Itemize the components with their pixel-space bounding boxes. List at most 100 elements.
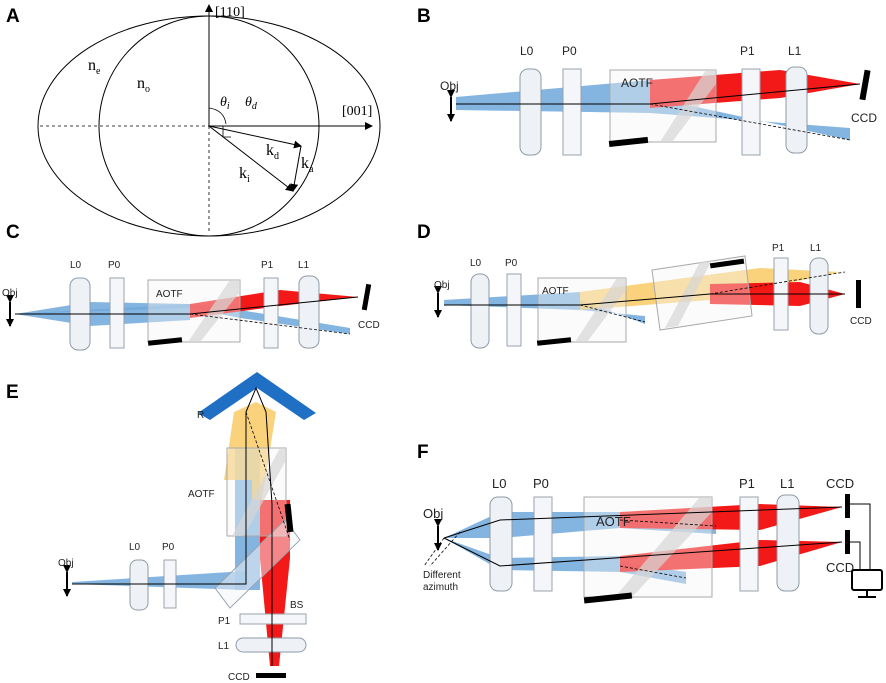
chief-ray-red: [649, 83, 861, 105]
panel-d-label: D: [417, 222, 431, 243]
l0-label: L0: [129, 542, 141, 553]
polarizer-p1: [263, 277, 279, 349]
transducer: [608, 136, 649, 147]
lens-l1: [785, 66, 808, 154]
azimuth-label-line2: azimuth: [423, 582, 458, 593]
chief-ray-red: [189, 296, 359, 315]
aotf-diagonal: [615, 497, 712, 597]
lens-l0: [470, 273, 490, 349]
polarizer-p1: [739, 496, 759, 592]
ccd-detector: [361, 283, 372, 311]
ccd-detector: [859, 69, 871, 101]
kd-label: kd: [266, 142, 279, 162]
panel-c-label: C: [6, 222, 20, 243]
l1-label: L1: [780, 476, 794, 491]
blue-beam-lower: [444, 538, 620, 572]
l1-label: L1: [788, 44, 802, 58]
axis-110-label: [110]: [215, 5, 245, 20]
panel-a: A [110] [001] ne no θi θd kd ka ki: [6, 4, 381, 237]
obj-label: Obj: [434, 280, 450, 291]
chief-ray-upper: [443, 506, 843, 539]
obj-label: Obj: [440, 79, 459, 93]
azimuth-pointer-1: [423, 537, 445, 567]
l1-label: L1: [298, 260, 310, 271]
p1-label: P1: [739, 476, 755, 491]
l1-label: L1: [218, 641, 230, 652]
panel-b-label: B: [417, 6, 431, 27]
blue-beam: [456, 80, 650, 113]
ccd-bottom-label: CCD: [826, 560, 854, 575]
p1-label: P1: [261, 260, 274, 271]
obj-label: Obj: [423, 506, 443, 521]
polarizer-p0: [533, 496, 553, 592]
ka-label: ka: [301, 155, 314, 175]
p0-label: P0: [505, 258, 518, 269]
chief-ray-dashed: [649, 103, 851, 141]
polarizer-p1: [239, 613, 307, 625]
theta-i-label: θi: [220, 95, 230, 112]
chief-ray-yellow: [579, 293, 711, 306]
r-label: R: [197, 410, 204, 421]
transducer-1: [536, 337, 572, 346]
panel-e: E Obj L0 P0 R AOTF BS P1 L1 CCD: [6, 372, 316, 683]
blue-beam: [15, 304, 350, 334]
transducer: [284, 503, 294, 533]
ccd-detector-upper: [845, 494, 850, 518]
beam-splitter-bs: [214, 519, 301, 609]
polarizer-p0: [562, 68, 582, 156]
chief-ray-dashed-2: [709, 271, 846, 295]
transducer: [147, 337, 183, 346]
lens-l0: [489, 496, 513, 592]
ccd-detector-lower: [845, 530, 850, 554]
ccd-top-label: CCD: [826, 476, 854, 491]
transducer: [583, 592, 633, 604]
ccd-label: CCD: [851, 111, 877, 125]
lens-l0: [129, 559, 149, 611]
p0-label: P0: [108, 260, 121, 271]
p0-label: P0: [162, 542, 175, 553]
aotf-label: AOTF: [542, 286, 569, 297]
polarizer-p1: [741, 68, 761, 156]
lens-l1: [809, 257, 829, 335]
lens-l1: [235, 637, 307, 653]
ccd-cable-upper: [850, 503, 871, 570]
panel-b: B Obj L0 P0 AOTF P1 L1 CCD: [417, 6, 877, 156]
ka-vector: [290, 145, 302, 192]
theta-d-label: θd: [245, 95, 258, 112]
chief-ray-dashed: [189, 313, 351, 335]
ccd-label: CCD: [850, 316, 872, 327]
lens-l1: [776, 494, 800, 592]
l0-label: L0: [520, 44, 534, 58]
lens-l0: [519, 68, 542, 156]
chief-ray-dashed-upper: [619, 519, 717, 527]
ccd-label: CCD: [358, 320, 380, 331]
p0-label: P0: [562, 44, 577, 58]
p1-label: P1: [218, 616, 231, 627]
transducer-2: [709, 258, 745, 269]
azimuth-label-line1: Different: [423, 570, 461, 581]
polarizer-p0: [109, 277, 125, 349]
ne-label: ne: [88, 57, 101, 77]
azimuth-pointer-2: [429, 531, 461, 567]
obj-label: Obj: [2, 288, 18, 299]
chief-ray-dashed: [245, 411, 291, 541]
theta-i-bracket: [222, 126, 231, 138]
bs-label: BS: [290, 600, 304, 611]
axis-001-label: [001]: [342, 104, 372, 119]
blue-beam-horizontal: [72, 571, 246, 590]
l0-label: L0: [470, 258, 482, 269]
yellow-beam: [224, 402, 276, 500]
p1-label: P1: [772, 243, 785, 254]
aotf-label: AOTF: [188, 489, 215, 500]
aotf-diagonal: [660, 70, 716, 142]
p0-label: P0: [533, 476, 549, 491]
panel-d: D Obj L0 P0 AOTF P1 L1 CCD: [417, 222, 872, 349]
l1-label: L1: [810, 243, 822, 254]
panel-f-label: F: [417, 442, 429, 463]
retroreflector-r: [198, 372, 316, 420]
panel-a-label: A: [6, 6, 20, 27]
ccd-detector: [256, 673, 286, 678]
aotf-diagonal: [188, 280, 240, 342]
aotf-label: AOTF: [156, 289, 183, 300]
